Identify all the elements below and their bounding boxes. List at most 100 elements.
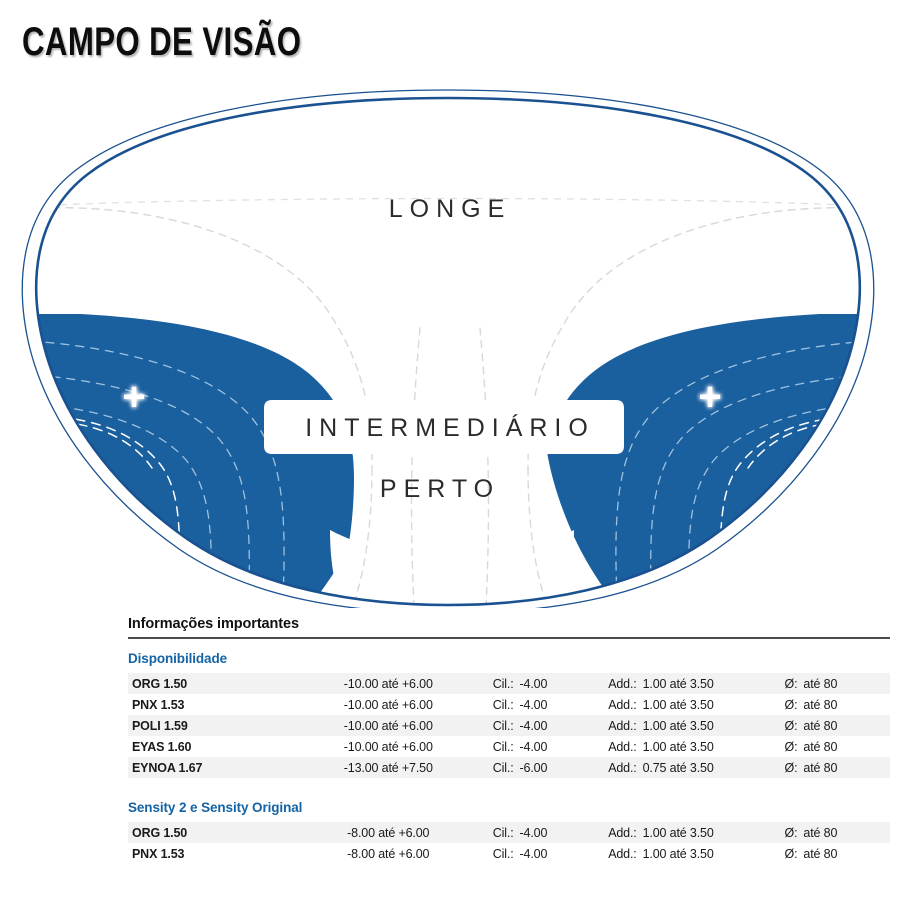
cell-spacer — [468, 822, 483, 843]
cylinder-value: -4.00 — [519, 739, 548, 754]
cell-material: PNX 1.53 — [132, 846, 185, 861]
addition-value: 1.00 até 3.50 — [642, 739, 714, 754]
diameter-value: até 80 — [803, 739, 838, 754]
diameter-value: até 80 — [803, 846, 838, 861]
cell-addition: Add.: 1.00 até 3.50 — [598, 694, 774, 715]
cylinder-value: -4.00 — [519, 676, 548, 691]
important-information-block: Informações importantes Disponibilidade … — [128, 616, 890, 864]
addition-label: Add.: — [608, 739, 637, 754]
cell-spacer — [468, 736, 483, 757]
astigmatism-marker-left: + — [122, 375, 145, 419]
cell-addition: Add.: 1.00 até 3.50 — [598, 843, 774, 864]
cylinder-value: -4.00 — [519, 697, 548, 712]
cell-diameter: Ø: até 80 — [774, 715, 890, 736]
cylinder-value: -4.00 — [519, 718, 548, 733]
cell-cylinder: Cil.: -4.00 — [483, 843, 598, 864]
availability-table-sensity: ORG 1.50 -8.00 até +6.00 Cil.: -4.00 Add.… — [128, 822, 890, 864]
iso-astigmatism-contours-left-inner — [43, 415, 181, 605]
near-zone-white — [330, 530, 574, 605]
diameter-label: Ø: — [784, 697, 798, 712]
cell-spacer — [468, 673, 483, 694]
addition-value: 1.00 até 3.50 — [642, 697, 714, 712]
cell-cylinder: Cil.: -6.00 — [482, 757, 599, 778]
lens-outline-inner — [34, 96, 862, 607]
addition-value: 1.00 até 3.50 — [642, 825, 714, 840]
cylinder-value: -6.00 — [519, 760, 548, 775]
addition-label: Add.: — [608, 825, 637, 840]
diameter-value: até 80 — [803, 760, 838, 775]
cylinder-value: -4.00 — [519, 846, 548, 861]
diameter-label: Ø: — [784, 739, 798, 754]
far-zone-guide — [36, 197, 860, 207]
diameter-label: Ø: — [784, 825, 798, 840]
zone-label-longe: LONGE — [389, 195, 512, 223]
section-spacer — [128, 778, 890, 794]
cell-sphere: -10.00 até +6.00 — [308, 715, 469, 736]
section-heading-disponibilidade: Disponibilidade — [128, 651, 228, 666]
cell-addition: Add.: 1.00 até 3.50 — [598, 736, 774, 757]
cell-material: EYAS 1.60 — [132, 739, 192, 754]
cell-cylinder: Cil.: -4.00 — [483, 694, 598, 715]
addition-label: Add.: — [608, 718, 637, 733]
cell-diameter: Ø: até 80 — [774, 757, 890, 778]
cell-addition: Add.: 1.00 até 3.50 — [598, 673, 775, 694]
info-divider — [128, 637, 890, 639]
addition-value: 0.75 até 3.50 — [642, 760, 714, 775]
cylinder-value: -4.00 — [519, 825, 548, 840]
addition-value: 1.00 até 3.50 — [642, 846, 714, 861]
diameter-value: até 80 — [803, 676, 838, 691]
cylinder-label: Cil.: — [492, 718, 514, 733]
clear-vision-corridor — [36, 98, 860, 605]
cell-spacer — [468, 757, 483, 778]
iso-astigmatism-contours-right — [615, 339, 860, 605]
section-heading-sensity: Sensity 2 e Sensity Original — [128, 800, 303, 815]
cylinder-label: Cil.: — [492, 760, 514, 775]
cell-spacer — [468, 694, 483, 715]
cylinder-label: Cil.: — [492, 697, 514, 712]
cell-material: ORG 1.50 — [128, 673, 309, 694]
lens-field-of-vision-diagram: LONGE INTERMEDIÁRIO PERTO + + — [0, 78, 900, 608]
table-row: EYAS 1.60 -10.00 até +6.00 Cil.:-4.00 Ad… — [128, 736, 890, 757]
iso-astigmatism-contours-left — [36, 339, 285, 605]
cell-material: EYNOA 1.67 — [128, 757, 309, 778]
cell-addition: Add.: 1.00 até 3.50 — [598, 822, 775, 843]
lens-outline-outer — [21, 89, 875, 608]
availability-table-disponibilidade: ORG 1.50 -10.00 até +6.00 Cil.: -4.00 Add… — [128, 673, 890, 778]
info-heading: Informações importantes — [128, 616, 299, 632]
addition-label: Add.: — [608, 697, 637, 712]
addition-label: Add.: — [608, 846, 637, 861]
cell-material: PNX 1.53 — [132, 697, 185, 712]
table-row: POLI 1.59 -10.00 até +6.00 Cil.:-4.00 Ad… — [128, 715, 890, 736]
page-title: CAMPO DE VISÃO — [22, 20, 302, 64]
addition-label: Add.: — [608, 676, 637, 691]
cell-cylinder: Cil.: -4.00 — [482, 715, 599, 736]
addition-value: 1.00 até 3.50 — [642, 718, 714, 733]
table-row: PNX 1.53 -10.00 até +6.00 Cil.:-4.00 Add… — [128, 694, 890, 715]
diameter-label: Ø: — [784, 846, 798, 861]
cell-diameter: Ø:até 80 — [774, 673, 890, 694]
cell-diameter: Ø:até 80 — [775, 694, 890, 715]
cell-material: ORG 1.50 — [128, 822, 309, 843]
cell-spacer — [468, 715, 483, 736]
cylinder-label: Cil.: — [492, 846, 514, 861]
diameter-value: até 80 — [803, 825, 838, 840]
cell-addition: Add.: 1.00 até 3.50 — [598, 715, 775, 736]
cell-cylinder: Cil.:-4.00 — [483, 736, 598, 757]
astigmatism-marker-right: + — [698, 375, 721, 419]
intermediate-label-badge — [264, 400, 624, 454]
cell-addition: Add.:0.75 até 3.50 — [598, 757, 775, 778]
diameter-label: Ø: — [784, 718, 798, 733]
cell-sphere: -10.00 até +6.00 — [308, 673, 469, 694]
addition-value: 1.00 até 3.50 — [642, 676, 714, 691]
diameter-value: até 80 — [803, 718, 838, 733]
cell-sphere: -8.00 até +6.00 — [347, 846, 430, 861]
cell-cylinder: Cil.:-4.00 — [482, 673, 599, 694]
cell-diameter: Ø: até 80 — [775, 736, 890, 757]
diameter-label: Ø: — [784, 760, 798, 775]
cell-diameter: Ø: até 80 — [774, 822, 890, 843]
cell-diameter: Ø: até 80 — [775, 843, 890, 864]
cylinder-label: Cil.: — [492, 825, 514, 840]
cell-sphere: -13.00 até +7.50 — [308, 757, 469, 778]
table-row: ORG 1.50 -10.00 até +6.00 Cil.:-4.00 Add… — [128, 673, 890, 694]
table-row: PNX 1.53 -8.00 até +6.00 Cil.: -4.00 Add.… — [128, 843, 890, 864]
